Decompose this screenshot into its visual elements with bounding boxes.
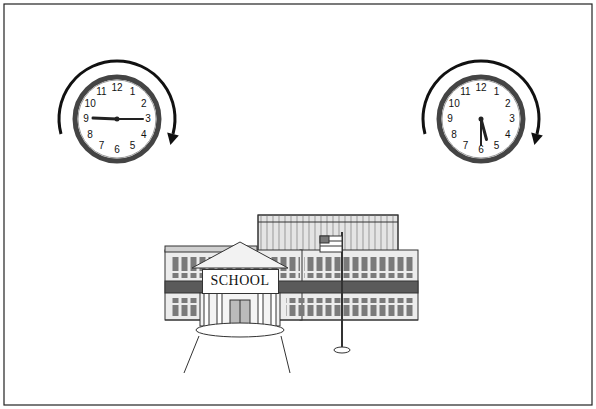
clock-number: 4 (505, 130, 511, 140)
clock-number: 12 (475, 83, 486, 93)
clock-number: 1 (494, 87, 500, 97)
clock-number: 6 (114, 145, 120, 155)
clock-number: 2 (141, 99, 147, 109)
clock-number: 1 (130, 87, 136, 97)
clock-number: 10 (85, 99, 96, 109)
clock-face: 12 12 3 45678 9 1011 (77, 79, 157, 159)
clock-number: 2 (505, 99, 511, 109)
frame (4, 4, 592, 405)
clock-number: 7 (463, 141, 469, 151)
clock-number: 8 (451, 130, 457, 140)
school-sign: SCHOOL (202, 269, 279, 294)
clock-number: 6 (478, 145, 484, 155)
clock-number: 7 (99, 141, 105, 151)
clock-number: 9 (447, 114, 453, 124)
clock-number: 3 (145, 114, 151, 124)
clock-face: 12 12 3 45678 9 1011 (441, 79, 521, 159)
clock-number: 11 (96, 87, 106, 97)
school-building (165, 215, 418, 373)
sign-text: SCHOOL (210, 274, 269, 288)
clock-number: 5 (130, 141, 136, 151)
clock-number: 11 (460, 87, 470, 97)
clock-number: 4 (141, 130, 147, 140)
clock-left (59, 61, 179, 161)
clock-right (423, 61, 543, 161)
clock-number: 10 (449, 99, 460, 109)
clock-number: 12 (111, 83, 122, 93)
clock-number: 9 (83, 114, 89, 124)
clock-number: 8 (87, 130, 93, 140)
clock-number: 3 (509, 114, 515, 124)
clock-number: 5 (494, 141, 500, 151)
